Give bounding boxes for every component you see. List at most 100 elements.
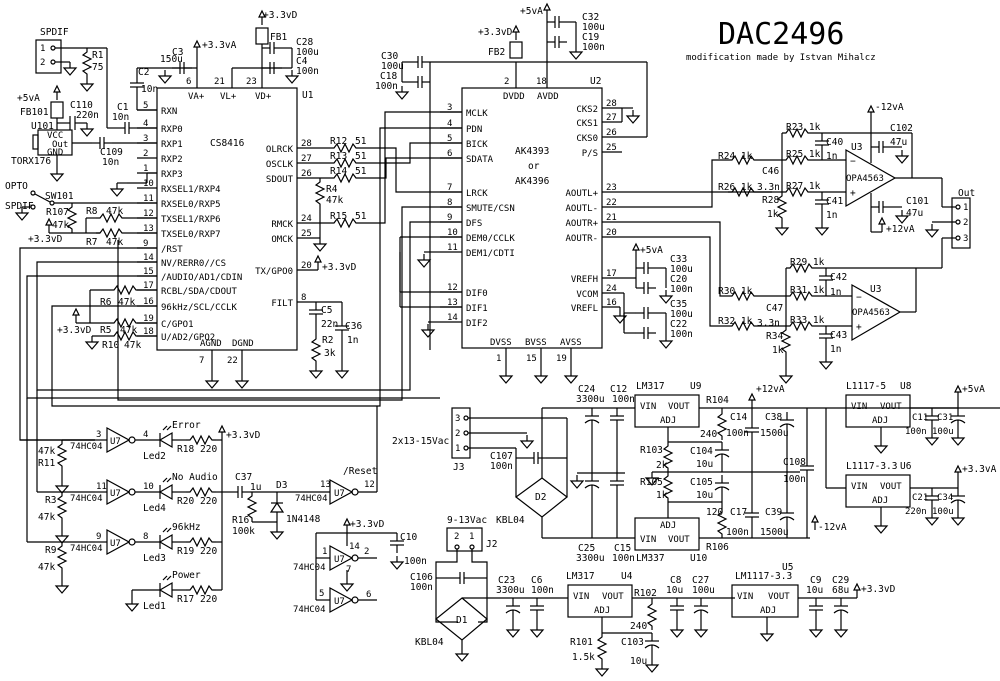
svg-text:18: 18 bbox=[536, 77, 547, 87]
svg-text:220n: 220n bbox=[905, 507, 927, 517]
svg-text:C27: C27 bbox=[692, 575, 709, 586]
svg-text:C15: C15 bbox=[614, 543, 631, 554]
u2-pin-num: 4 bbox=[447, 119, 452, 129]
u1-pin-num: 24 bbox=[301, 214, 312, 224]
svg-text:ADJ: ADJ bbox=[594, 606, 610, 616]
svg-text:+5vA: +5vA bbox=[520, 6, 543, 17]
svg-text:U7: U7 bbox=[334, 555, 345, 565]
svg-text:J3: J3 bbox=[453, 462, 464, 473]
svg-text:C38: C38 bbox=[765, 412, 782, 423]
svg-text:R24 1k: R24 1k bbox=[718, 151, 753, 162]
u2-pin-num: 5 bbox=[447, 134, 452, 144]
svg-text:AVDD: AVDD bbox=[537, 92, 559, 102]
svg-text:47k: 47k bbox=[120, 325, 137, 336]
svg-text:10u: 10u bbox=[666, 585, 683, 596]
svg-text:C5: C5 bbox=[321, 305, 332, 316]
svg-text:100u: 100u bbox=[670, 309, 693, 320]
svg-text:1n: 1n bbox=[830, 344, 841, 355]
svg-text:C43: C43 bbox=[830, 330, 847, 341]
u2-pin-label: SDATA bbox=[466, 155, 494, 165]
u1-pin-21: 21 bbox=[214, 77, 225, 87]
svg-text:10n: 10n bbox=[102, 157, 119, 168]
svg-text:ADJ: ADJ bbox=[872, 416, 888, 426]
u2-pin-label: VREFL bbox=[571, 304, 598, 314]
svg-text:+3.3vD: +3.3vD bbox=[28, 234, 63, 245]
svg-text:R30 1k: R30 1k bbox=[718, 286, 753, 297]
svg-text:C106: C106 bbox=[410, 572, 433, 583]
u1-pin-num: 5 bbox=[143, 101, 148, 111]
svg-text:DVDD: DVDD bbox=[503, 92, 525, 102]
svg-text:2: 2 bbox=[364, 547, 369, 557]
svg-text:47k: 47k bbox=[38, 562, 55, 573]
sw101-lever[interactable] bbox=[34, 193, 51, 203]
svg-text:BVSS: BVSS bbox=[525, 338, 547, 348]
svg-text:1: 1 bbox=[496, 354, 501, 364]
svg-text:R15: R15 bbox=[330, 211, 347, 222]
spdif-connector bbox=[35, 39, 62, 74]
u2-pin-label: CKS1 bbox=[576, 119, 598, 129]
svg-text:C47: C47 bbox=[766, 303, 783, 314]
svg-text:SPDIF: SPDIF bbox=[40, 27, 69, 38]
svg-text:ADJ: ADJ bbox=[760, 606, 776, 616]
svg-text:L1117-5: L1117-5 bbox=[846, 381, 886, 392]
u1-pin-label: /RST bbox=[161, 245, 183, 255]
svg-text:100n: 100n bbox=[612, 394, 635, 405]
svg-text:3: 3 bbox=[963, 234, 968, 244]
title: DAC2496 bbox=[718, 17, 844, 52]
svg-text:+12vA: +12vA bbox=[756, 384, 785, 395]
u2-pin-label: SMUTE/CSN bbox=[466, 204, 515, 214]
svg-text:3300u: 3300u bbox=[576, 394, 605, 405]
u2-pin-num: 12 bbox=[447, 283, 458, 293]
svg-text:−: − bbox=[850, 156, 856, 167]
svg-text:1: 1 bbox=[963, 203, 968, 213]
svg-text:C12: C12 bbox=[610, 384, 627, 395]
u1-pin-label: TXSEL0/RXP7 bbox=[161, 230, 221, 240]
u2-pin-label: DEM1/CDTI bbox=[466, 249, 515, 259]
svg-text:2: 2 bbox=[454, 532, 459, 542]
svg-text:74HC04: 74HC04 bbox=[293, 605, 326, 615]
svg-text:100n: 100n bbox=[531, 585, 554, 596]
svg-text:FB1: FB1 bbox=[270, 32, 287, 43]
svg-text:C34: C34 bbox=[937, 493, 953, 503]
svg-text:47k: 47k bbox=[52, 220, 69, 231]
svg-text:R33 1k: R33 1k bbox=[790, 315, 825, 326]
u2-pin-label: DIF0 bbox=[466, 289, 488, 299]
svg-text:U3: U3 bbox=[870, 284, 881, 295]
svg-text:7: 7 bbox=[199, 356, 204, 366]
svg-text:D3: D3 bbox=[276, 480, 287, 491]
svg-text:C3: C3 bbox=[172, 47, 183, 58]
u2-pin-label: LRCK bbox=[466, 189, 488, 199]
subtitle: modification made by Istvan Mihalcz bbox=[686, 53, 876, 63]
net-p33vd-top: +3.3vD bbox=[263, 10, 298, 21]
u1-pin-num: 16 bbox=[143, 297, 154, 307]
u2-pin-num: 9 bbox=[447, 213, 452, 223]
u1-pin-label: OLRCK bbox=[266, 145, 294, 155]
svg-text:C2: C2 bbox=[138, 67, 149, 78]
svg-text:OPA4563: OPA4563 bbox=[846, 174, 884, 184]
svg-text:74HC04: 74HC04 bbox=[70, 494, 103, 504]
svg-text:U6: U6 bbox=[900, 461, 912, 472]
u1-pin-vl: VL+ bbox=[220, 92, 237, 102]
svg-text:or: or bbox=[528, 161, 540, 172]
u2-pin-label: CKS0 bbox=[576, 134, 598, 144]
u2-pin-num: 6 bbox=[447, 149, 452, 159]
u2-pin-num: 21 bbox=[606, 213, 617, 223]
svg-text:R28: R28 bbox=[762, 195, 779, 206]
svg-text:ADJ: ADJ bbox=[660, 521, 676, 531]
svg-text:LM337: LM337 bbox=[636, 553, 665, 564]
u2-pin-num: 3 bbox=[447, 103, 452, 113]
u1-pin-num: 15 bbox=[143, 267, 154, 277]
svg-text:J2: J2 bbox=[486, 539, 497, 550]
svg-text:7: 7 bbox=[346, 565, 351, 575]
u2-pin-num: 26 bbox=[606, 128, 617, 138]
u9-lm317 bbox=[634, 394, 700, 428]
led-icon bbox=[159, 484, 173, 500]
svg-text:100n: 100n bbox=[726, 428, 749, 439]
u2-pin-num: 25 bbox=[606, 143, 617, 153]
svg-text:100n: 100n bbox=[410, 582, 433, 593]
u2-pin-num: 28 bbox=[606, 99, 617, 109]
u1-pin-num: 11 bbox=[143, 194, 154, 204]
